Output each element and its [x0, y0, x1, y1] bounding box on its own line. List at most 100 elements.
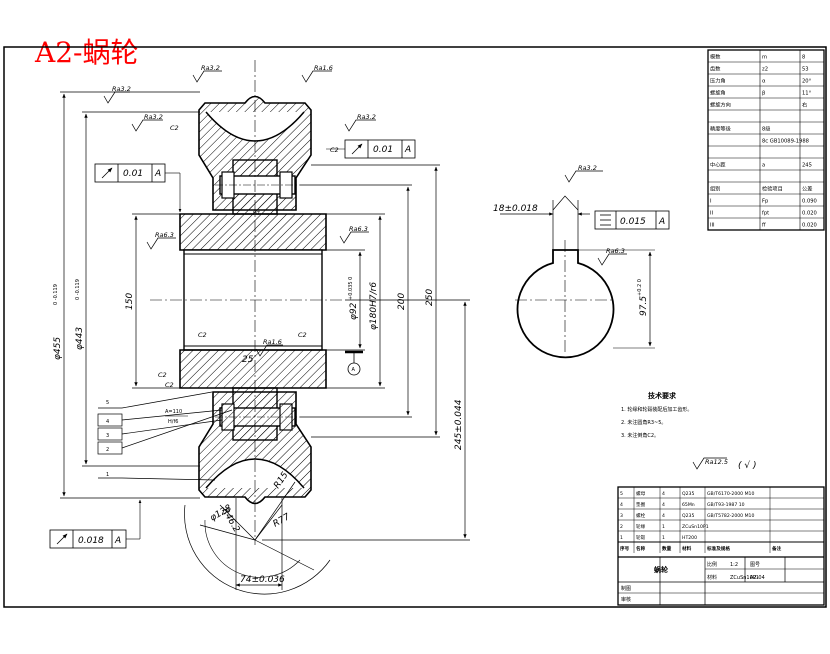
title-block-label-checked: 审核 — [621, 596, 631, 603]
technical-notes: 技术要求 1. 轮缘和轮毂装配后加工齿形。 2. 未注圆角R3~5。 3. 未注… — [621, 391, 692, 439]
dim-pitch-tol: 0 -0.119 — [75, 279, 81, 300]
dim-250: 250 — [425, 289, 435, 306]
svg-text:1. 轮缘和轮毂装配后加工齿形。: 1. 轮缘和轮毂装配后加工齿形。 — [621, 406, 692, 413]
param-cell: 组别 — [710, 185, 720, 193]
param-cell: 齿数 — [710, 65, 721, 73]
page-title: A2-蜗轮 — [35, 36, 139, 69]
param-cell: 中心距 — [710, 161, 726, 169]
parts-cell: 1 — [620, 535, 623, 541]
dim-center-distance: 245±0.044 — [454, 399, 464, 450]
roughness-top-right: Ra1.6 — [314, 64, 333, 72]
svg-text:3. 未注倒角C2。: 3. 未注倒角C2。 — [621, 432, 659, 439]
param-cell: 0.020 — [802, 211, 817, 217]
roughness-keyway: Ra6.3 — [606, 247, 625, 255]
parts-cell: 4 — [662, 491, 665, 497]
svg-text:A: A — [658, 217, 665, 227]
parts-cell: GB/T6170-2000 M10 — [707, 491, 754, 497]
param-cell: 公差 — [802, 185, 812, 193]
dim-pitch-diameter: φ443 — [75, 327, 85, 350]
param-cell: III — [710, 223, 715, 229]
balloon-1: 1 — [106, 472, 109, 478]
parts-cell: GB/T5782-2000 M10 — [707, 513, 754, 519]
dimension-lines — [60, 91, 470, 590]
balloon-2: 2 — [106, 447, 109, 453]
title-block: 蜗轮 比例 1:2 材料 ZCuSn10P1 图号 A2-04 制图 审核 — [618, 556, 824, 605]
parts-cell: 3 — [620, 513, 623, 519]
svg-text:A: A — [404, 145, 411, 155]
balloon-4: 4 — [106, 419, 109, 425]
parts-cell: 垫圈 — [636, 501, 646, 508]
arc-r77 — [184, 504, 331, 595]
hub-upper — [179, 213, 327, 251]
parts-header-cell: 备注 — [771, 545, 782, 552]
roughness-general: Ra12.5 — [705, 458, 728, 466]
keyway-section — [500, 195, 655, 359]
param-cell: Fp — [762, 199, 769, 205]
roughness-symbols — [103, 70, 727, 470]
arc-pitch — [204, 519, 301, 578]
svg-text:0.018: 0.018 — [78, 536, 104, 546]
dim-tip-tol: 0 -0.119 — [53, 284, 59, 305]
outer-frame — [3, 46, 827, 608]
dim-key-width: 18±0.018 — [493, 204, 538, 214]
param-cell: 53 — [802, 67, 809, 73]
dim-shaft-fit: φ180H7/r6 — [369, 282, 379, 330]
param-cell: α — [762, 79, 766, 85]
parts-cell: 轮毂 — [636, 534, 646, 541]
dim-key-depth-tol: +0.2 0 — [637, 279, 643, 296]
title-block-label-drawn: 制图 — [621, 585, 631, 592]
dim-a-fit: H/f6 — [168, 419, 178, 425]
svg-text:A: A — [352, 367, 356, 373]
svg-text:技术要求: 技术要求 — [648, 391, 677, 400]
param-cell: fpt — [762, 211, 769, 217]
chamfer-label-4: C2 — [298, 331, 307, 339]
param-cell: 11° — [802, 91, 812, 97]
parts-cell: 螺栓 — [636, 512, 646, 519]
roughness-hub-left: Ra6.3 — [155, 231, 174, 239]
title-block-label-drawing-no: 图号 — [750, 562, 760, 568]
dim-key-depth: 97.5 — [639, 296, 649, 316]
svg-text:0.015: 0.015 — [620, 217, 646, 227]
parts-cell: 轮缘 — [636, 523, 646, 530]
balloon-5: 5 — [106, 400, 109, 406]
parts-cell: 2 — [620, 524, 623, 530]
dim-200: 200 — [397, 293, 407, 310]
dim-a-label: A=110 — [165, 409, 182, 415]
dim-small: 25 — [242, 355, 254, 365]
chamfer-label-6: C2 — [165, 381, 174, 389]
dim-bore-tol: +0.035 0 — [348, 277, 354, 300]
roughness-top-center: Ra3.2 — [201, 64, 220, 72]
chamfer-label-2: C2 — [170, 124, 179, 132]
tolerance-frame-top: 0.01 A — [326, 139, 416, 159]
roughness-left-upper: Ra3.2 — [144, 113, 163, 121]
dim-width: 74±0.036 — [240, 575, 285, 585]
title-block-scale: 1:2 — [730, 562, 738, 568]
parts-cell: 65Mn — [682, 502, 695, 508]
param-cell: m — [762, 55, 767, 61]
svg-text:2. 未注圆角R3~5。: 2. 未注圆角R3~5。 — [621, 419, 666, 426]
parts-cell: 1 — [662, 524, 665, 530]
balloon-3: 3 — [106, 433, 109, 439]
parts-cell: 4 — [620, 502, 623, 508]
param-cell: z2 — [762, 67, 768, 73]
param-cell: ff — [762, 223, 766, 229]
roughness-top-left: Ra3.2 — [112, 85, 131, 93]
param-cell: 0.090 — [802, 199, 817, 205]
parts-cell: 5 — [620, 491, 623, 497]
param-cell: 0.020 — [802, 223, 817, 229]
dim-tip-diameter: φ455 — [53, 337, 63, 360]
parts-header-cell: 名称 — [636, 545, 646, 552]
dim-bore: φ92 — [349, 302, 359, 320]
rim-lower-throat — [205, 458, 305, 489]
param-cell: 螺旋角 — [710, 89, 726, 97]
param-cell: 245 — [802, 163, 812, 169]
param-cell: 右 — [802, 101, 807, 109]
parts-header-cell: 数量 — [662, 545, 672, 552]
tolerance-frame-bottom: 0.018 A — [49, 499, 142, 549]
param-cell: 精度等级 — [710, 125, 731, 133]
parts-cell: Q235 — [682, 491, 694, 497]
title-block-label-scale: 比例 — [707, 561, 717, 568]
title-block-material: ZCuSn10P1 — [730, 575, 759, 581]
tolerance-frame-left: 0.01 A — [94, 163, 182, 213]
